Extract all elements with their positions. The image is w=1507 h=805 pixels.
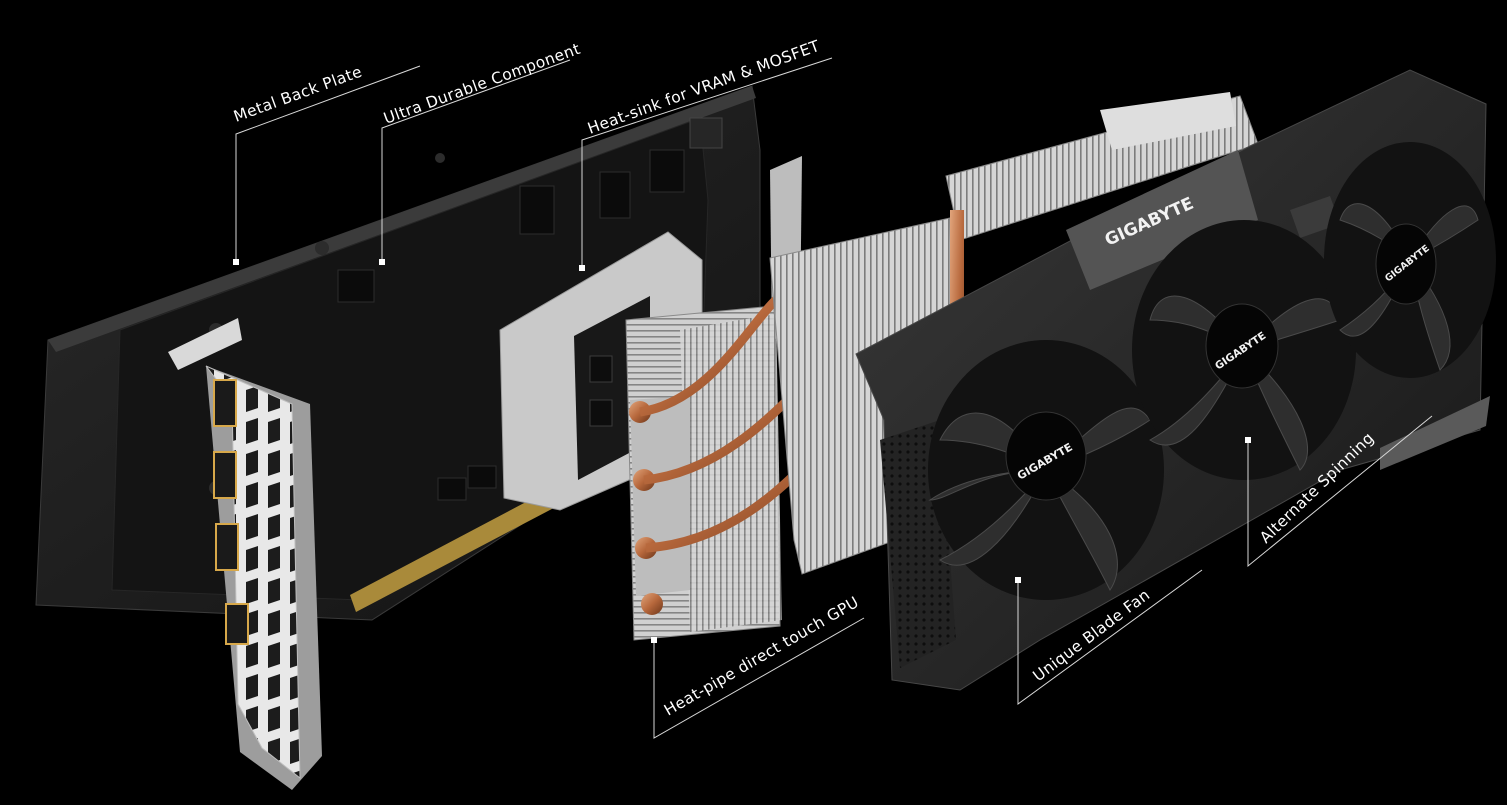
callout-marker bbox=[379, 259, 385, 265]
io-bracket bbox=[168, 318, 322, 790]
callout-marker bbox=[233, 259, 239, 265]
callout-marker bbox=[1245, 437, 1251, 443]
fan-1: GIGABYTE bbox=[928, 340, 1164, 600]
callout-marker bbox=[1015, 577, 1021, 583]
callout-label-ultra-durable-component: Ultra Durable Component bbox=[381, 40, 583, 128]
callout-marker bbox=[651, 637, 657, 643]
fan-2: GIGABYTE bbox=[1132, 220, 1356, 480]
fan-3: GIGABYTE bbox=[1324, 142, 1496, 378]
callout-marker bbox=[579, 265, 585, 271]
